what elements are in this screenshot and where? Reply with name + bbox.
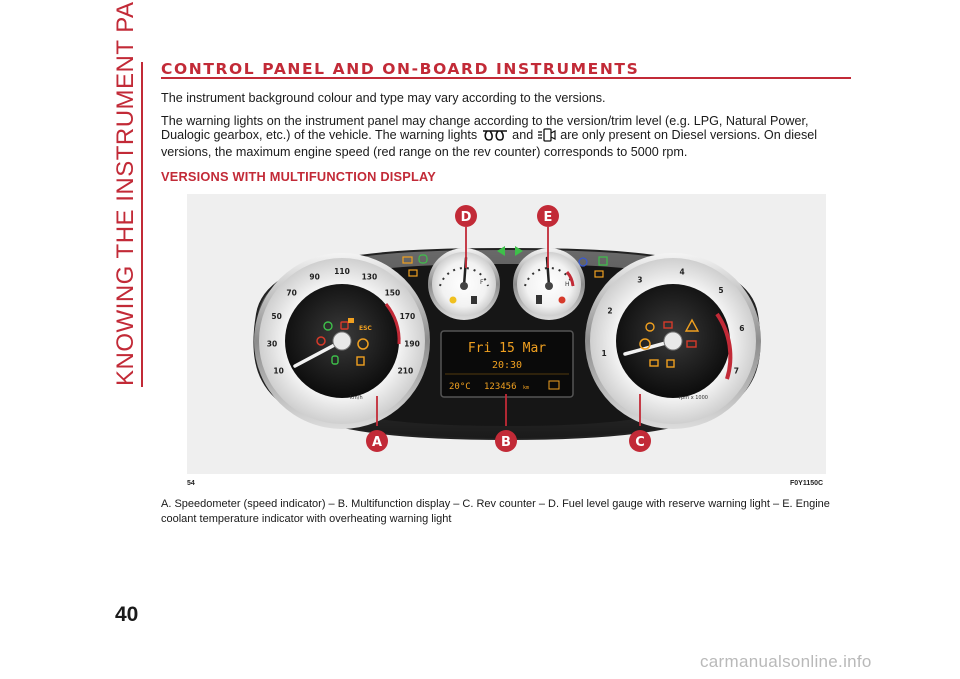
section-title: CONTROL PANEL AND ON-BOARD INSTRUMENTS	[161, 60, 640, 78]
figure-code: F0Y1150C	[790, 480, 824, 487]
figure-caption: A. Speedometer (speed indicator) – B. Mu…	[161, 498, 830, 525]
section-title-rule	[161, 77, 851, 79]
fuel-pump-icon	[471, 296, 477, 304]
parking-brake-icon	[340, 321, 349, 330]
para-text-after: are only present on Diesel versions. On …	[161, 128, 818, 160]
fog-light-icon	[649, 359, 659, 367]
rev-counter-tick-1: 1	[601, 349, 606, 358]
general-warning-icon	[684, 318, 700, 332]
multifunction-display: Fri 15 Mar 20:30 20°C 123456 km	[440, 330, 574, 398]
right-turn-indicator	[515, 246, 523, 256]
rev-counter-tick-2: 2	[607, 307, 612, 316]
callout-e: E	[537, 205, 559, 227]
rev-counter-tick-3: 3	[637, 275, 642, 284]
fuel-level-gauge: F	[428, 248, 500, 320]
speedometer-tick-30: 30	[267, 339, 277, 348]
callout-c: C	[629, 430, 651, 452]
sidelights-icon	[598, 256, 608, 266]
svg-text:C: C	[635, 435, 645, 450]
coolant-temperature-gauge: H	[513, 248, 585, 320]
speedometer-tick-190: 190	[404, 339, 420, 348]
speedometer-tick-130: 130	[362, 273, 378, 282]
figure-page-label: 54	[187, 480, 195, 487]
brake-warning-icon	[316, 336, 326, 346]
seatbelt-warning-icon	[323, 321, 333, 331]
para-text-before: The warning lights on the instrument pan…	[161, 114, 809, 143]
rear-fog-icon	[408, 269, 418, 277]
callout-d: D	[455, 205, 477, 227]
display-time: 20:30	[492, 360, 522, 371]
display-odometer-unit: km	[523, 385, 529, 391]
display-headlight-alignment-icon	[548, 380, 560, 390]
svg-text:A: A	[372, 435, 382, 450]
rear-window-defrost-icon	[402, 256, 413, 264]
speedometer-tick-170: 170	[400, 312, 416, 321]
airbag-warning-icon	[331, 355, 339, 365]
svg-text:B: B	[501, 435, 511, 450]
watermark: carmanualsonline.info	[700, 652, 872, 671]
speedometer-tick-110: 110	[334, 267, 350, 276]
intro-paragraph: The instrument background colour and typ…	[161, 91, 606, 105]
callout-a: A	[366, 430, 388, 452]
rev-counter-unit-label: rpm x 1000	[679, 395, 708, 401]
rev-counter-tick-6: 6	[739, 324, 744, 333]
engine-fault-icon	[639, 338, 651, 350]
speedometer-tick-labels: 10 30 50 70 90 110 130 150 170 190 210	[267, 267, 420, 376]
fuel-reserve-warning-light	[449, 296, 457, 304]
coolant-temp-icon	[536, 295, 542, 304]
abs-warning-icon	[357, 338, 369, 350]
low-fuel-icon	[356, 356, 365, 366]
oil-pressure-icon	[663, 321, 673, 329]
para-text-middle: and	[508, 128, 537, 143]
svg-text:E: E	[544, 210, 553, 225]
water-in-fuel-warning-icon	[594, 270, 604, 278]
esc-warning-label: ESC	[359, 325, 372, 332]
rev-counter-tick-7: 7	[734, 367, 739, 376]
speedometer-tick-70: 70	[286, 288, 296, 297]
speedometer-tick-90: 90	[309, 273, 319, 282]
chapter-side-rule	[141, 62, 143, 387]
speedometer-unit-label: km/h	[350, 395, 363, 401]
subsection-heading: VERSIONS WITH MULTIFUNCTION DISPLAY	[161, 169, 437, 184]
glow-plug-icon	[481, 128, 509, 145]
rev-counter-tick-5: 5	[718, 286, 723, 295]
page-number: 40	[115, 603, 139, 626]
display-outside-temp: 20°C	[449, 382, 471, 392]
callout-b: B	[495, 430, 517, 452]
warning-lights-paragraph: The warning lights on the instrument pan…	[161, 114, 851, 160]
display-date: Fri 15 Mar	[468, 341, 546, 356]
speedometer-tick-10: 10	[273, 367, 283, 376]
svg-text:D: D	[461, 210, 472, 225]
rev-counter-tick-4: 4	[679, 268, 684, 277]
callout-leader-lines	[376, 227, 641, 426]
tyre-pressure-icon	[666, 359, 675, 368]
speedometer-tick-150: 150	[385, 288, 401, 297]
dipped-beam-icon	[418, 254, 428, 264]
speedometer-tick-50: 50	[271, 312, 281, 321]
fuel-full-mark: F	[480, 279, 484, 286]
rev-counter-tick-labels: 1 2 3 4 5 6 7	[601, 268, 744, 376]
water-in-fuel-icon	[537, 128, 557, 145]
speedometer-tick-210: 210	[398, 367, 414, 376]
left-turn-indicator	[497, 246, 505, 256]
chapter-side-title: KNOWING THE INSTRUMENT PANEL	[112, 0, 139, 386]
glow-plug-warning-icon	[645, 322, 655, 332]
rev-counter-gauge: 1 2 3 4 5 6 7 rpm x 1000	[585, 253, 761, 429]
display-odometer: 123456	[484, 382, 517, 392]
main-beam-icon	[578, 257, 588, 267]
speedometer-gauge: 10 30 50 70 90 110 130 150 170 190 210 km/h ESC	[254, 253, 430, 429]
temp-hot-mark: H	[565, 281, 570, 288]
door-open-icon	[348, 318, 354, 323]
battery-warning-icon	[686, 340, 697, 348]
overheating-warning-light	[558, 296, 566, 304]
